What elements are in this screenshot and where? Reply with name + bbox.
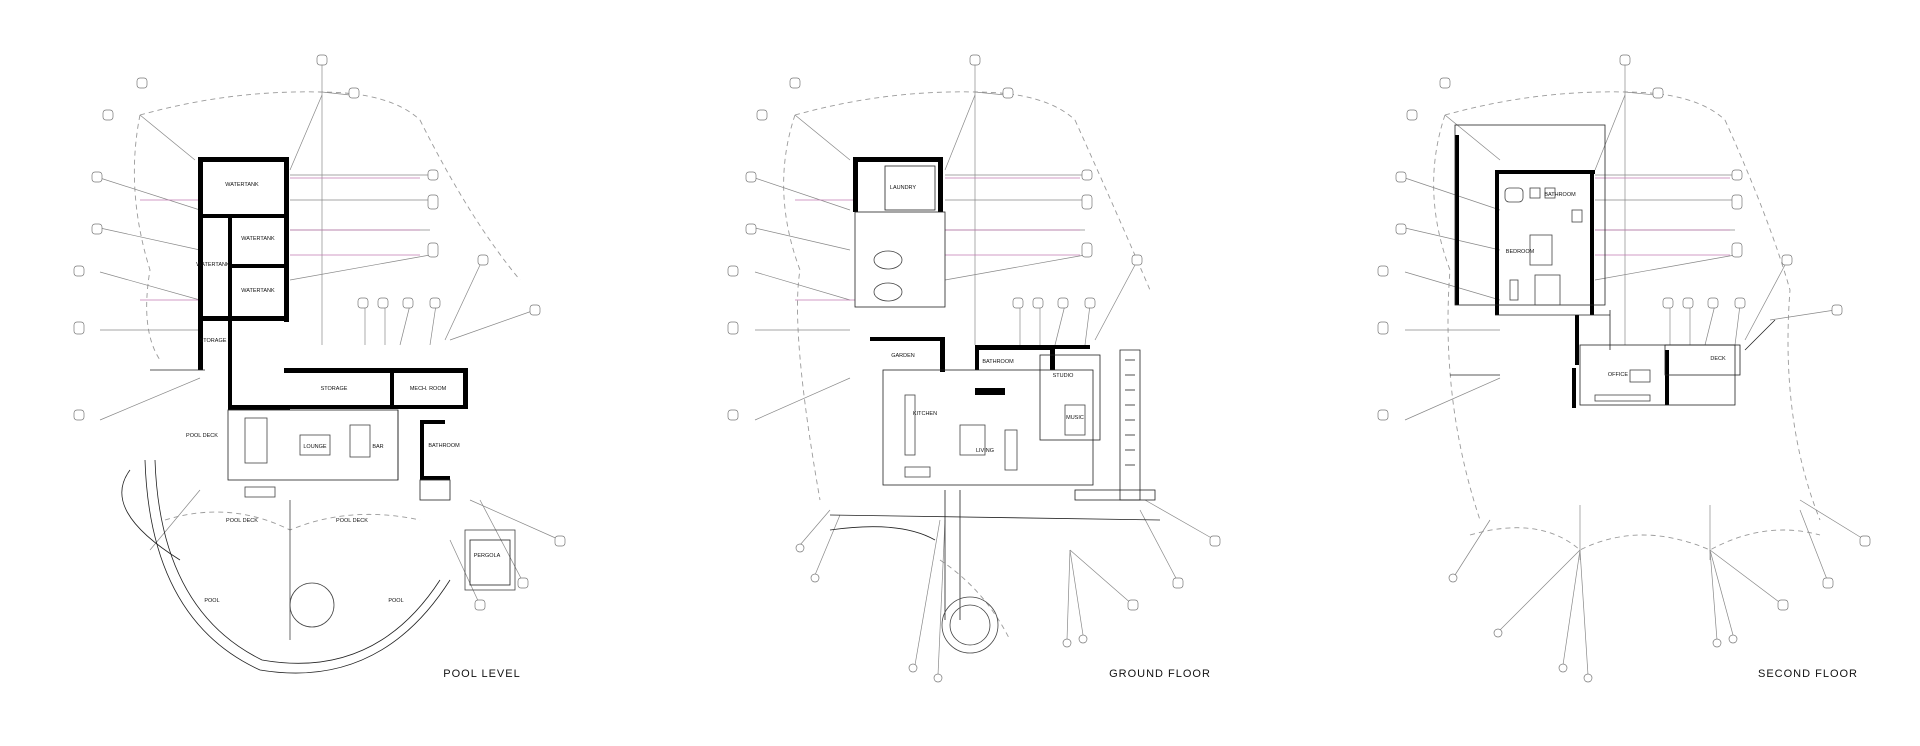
room-label: PERGOLA	[474, 553, 501, 559]
furniture	[1504, 187, 1651, 402]
room-label: POOL	[204, 598, 219, 604]
site-boundary	[139, 91, 421, 121]
grid-lines	[1404, 62, 1866, 676]
furniture	[873, 250, 1086, 654]
walls	[853, 157, 1090, 395]
room-label: DECK	[1710, 356, 1726, 362]
plan-title: SECOND FLOOR	[1758, 668, 1858, 680]
plan-second-floor: BATHROOM BEDROOM OFFICE DECK	[1377, 54, 1871, 683]
room-label: WATERTANK	[241, 288, 275, 294]
plan-title: GROUND FLOOR	[1109, 668, 1211, 680]
room-labels: WATERTANK WATERTANK WATERTANK WATERTANK …	[186, 182, 501, 604]
room-label: POOL DECK	[186, 433, 218, 439]
room-labels: BATHROOM BEDROOM OFFICE DECK	[1506, 192, 1726, 378]
room-label: POOL	[388, 598, 403, 604]
room-label: LIVING	[976, 448, 994, 454]
grid-lines	[754, 62, 1216, 676]
plan-title: POOL LEVEL	[443, 668, 520, 680]
room-label: STUDIO	[1053, 373, 1075, 379]
room-label: KITCHEN	[913, 411, 937, 417]
plan-pool-level: WATERTANK WATERTANK WATERTANK WATERTANK …	[73, 54, 566, 680]
furniture	[244, 417, 516, 640]
room-label: BAR	[372, 444, 383, 450]
room-label: POOL DECK	[226, 518, 258, 524]
walls	[198, 157, 468, 480]
room-label: BATHROOM	[428, 443, 460, 449]
room-label: WATERTANK	[196, 262, 230, 268]
room-label: STORAGE	[321, 386, 348, 392]
room-label: BATHROOM	[1544, 192, 1576, 198]
room-label: BATHROOM	[982, 359, 1014, 365]
room-label: MUSIC	[1066, 415, 1084, 421]
room-label: STORAGE	[200, 338, 227, 344]
room-label: LAUNDRY	[890, 185, 917, 191]
walls	[1455, 135, 1669, 408]
room-label: GARDEN	[891, 353, 915, 359]
room-label: WATERTANK	[225, 182, 259, 188]
room-label: WATERTANK	[241, 236, 275, 242]
room-labels: LAUNDRY GARDEN BATHROOM STUDIO KITCHEN M…	[890, 185, 1084, 454]
room-label: MECH. ROOM	[410, 386, 447, 392]
room-label: BEDROOM	[1506, 249, 1535, 255]
grid-bubbles	[1377, 54, 1871, 683]
grid-bubbles	[73, 54, 566, 611]
room-label: LOUNGE	[303, 444, 327, 450]
room-label: POOL DECK	[336, 518, 368, 524]
grid-lines	[99, 62, 561, 606]
grid-bubbles	[727, 54, 1221, 683]
plan-ground-floor: LAUNDRY GARDEN BATHROOM STUDIO KITCHEN M…	[727, 54, 1221, 683]
room-label: OFFICE	[1608, 372, 1628, 378]
